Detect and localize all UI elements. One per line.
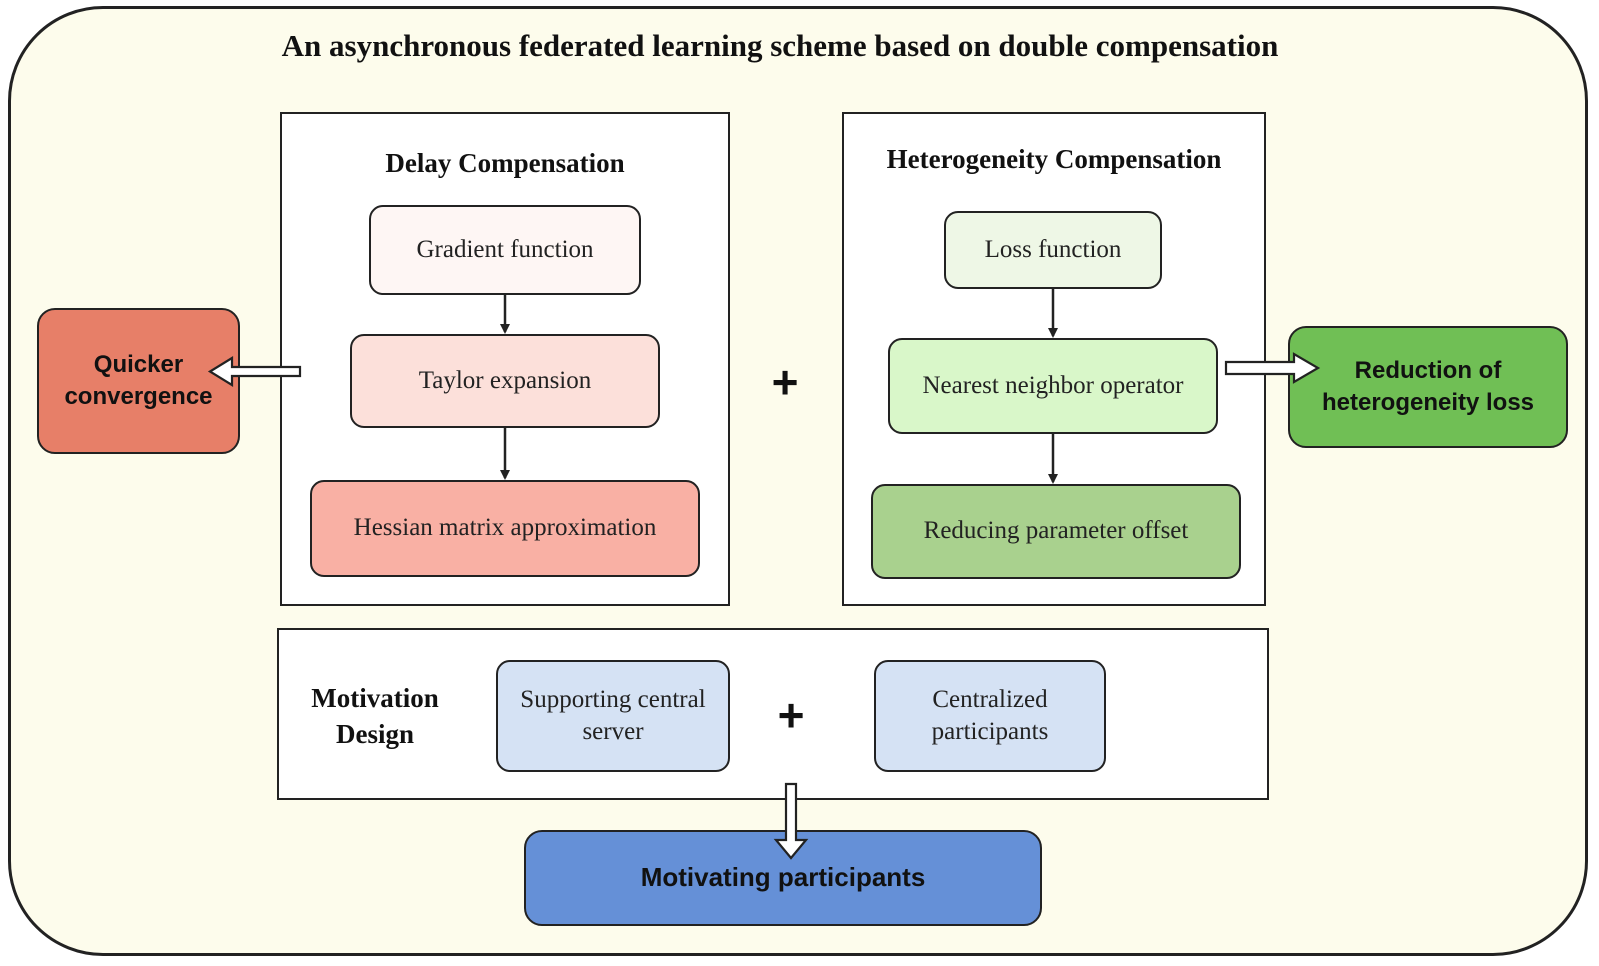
quicker-convergence-line1: Quicker (93, 350, 184, 378)
gradient-function-node: Gradient function (369, 205, 641, 295)
reducing-offset-node: Reducing parameter offset (871, 484, 1241, 579)
plus-sign-motivation: + (777, 689, 805, 741)
motivation-design-line2: Design (335, 719, 414, 750)
quicker-convergence-box: Quicker convergence (37, 308, 240, 454)
plus-sign-compensation: + (771, 356, 799, 408)
motivating-participants-box: Motivating participants (524, 830, 1042, 926)
nearest-neighbor-node: Nearest neighbor operator (888, 338, 1218, 434)
heterogeneity-compensation-title: Heterogeneity Compensation (886, 144, 1222, 174)
reduction-heterogeneity-line2: heterogeneity loss (1321, 389, 1535, 416)
motivation-design-title: Motivation Design (290, 680, 460, 753)
diagram-title: An asynchronous federated learning schem… (281, 28, 1279, 63)
motivation-design-line1: Motivation (311, 683, 439, 713)
taylor-expansion-node: Taylor expansion (350, 334, 660, 428)
centralized-participants-line2: participants (931, 718, 1049, 745)
supporting-server-node: Supporting central server (496, 660, 730, 772)
supporting-server-line2: server (582, 718, 644, 745)
supporting-server-line1: Supporting central (520, 685, 706, 713)
reduction-heterogeneity-box: Reduction of heterogeneity loss (1288, 326, 1568, 448)
outer-frame (8, 6, 1588, 956)
reduction-heterogeneity-line1: Reduction of (1354, 356, 1502, 384)
hessian-approximation-node: Hessian matrix approximation (310, 480, 700, 577)
loss-function-node: Loss function (944, 211, 1162, 289)
delay-compensation-title: Delay Compensation (385, 148, 625, 178)
quicker-convergence-line2: convergence (64, 383, 213, 410)
centralized-participants-line1: Centralized (932, 685, 1048, 713)
centralized-participants-node: Centralized participants (874, 660, 1106, 772)
